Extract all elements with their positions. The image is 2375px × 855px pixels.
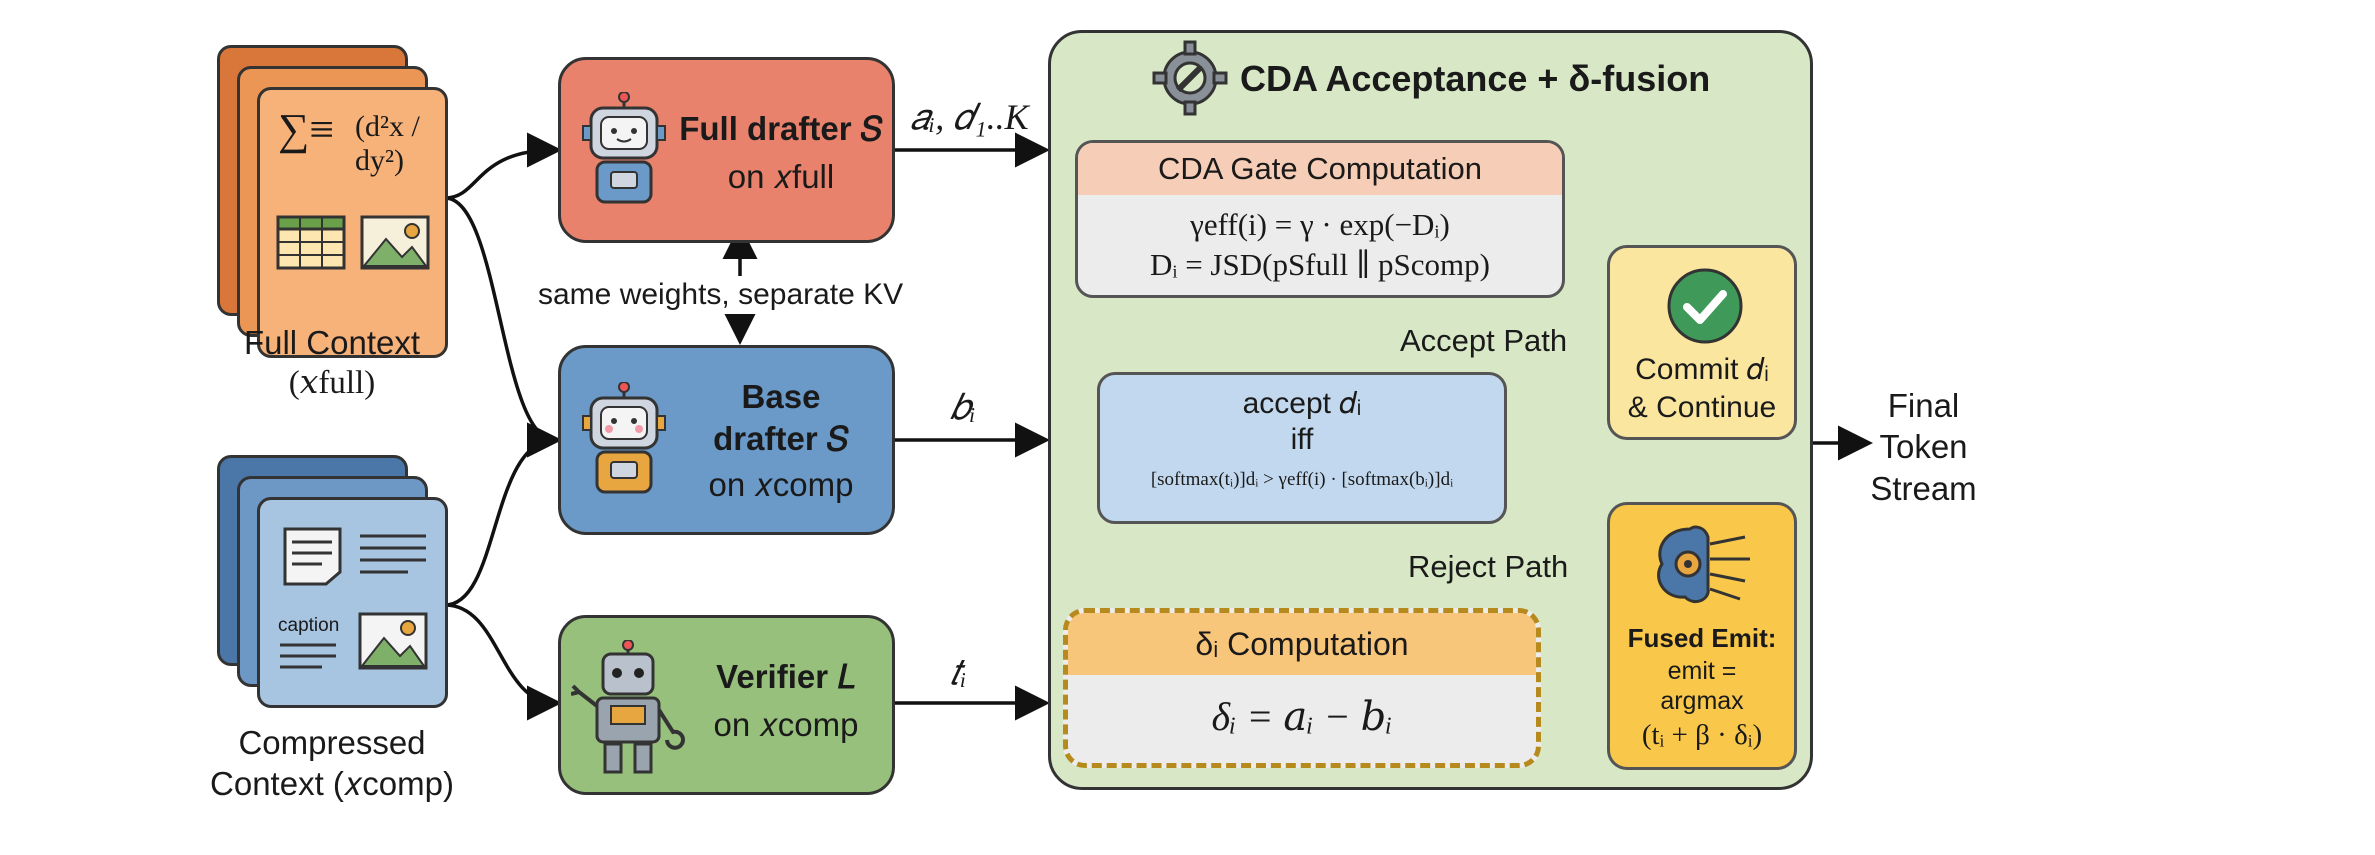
equation-icon: (d²x / dy²) xyxy=(355,110,420,177)
gate-line-1: γeff(i) = γ · exp(−Dᵢ) xyxy=(1190,207,1450,242)
full-drafter-sub: on 𝑥full xyxy=(727,158,835,195)
accept-path-label: Accept Path xyxy=(1400,323,1568,358)
robot-icon xyxy=(582,382,666,494)
panel-title: CDA Acceptance + δ-fusion xyxy=(1240,58,1711,99)
output-line-3: Stream xyxy=(1870,469,1977,507)
caption-text: caption xyxy=(278,615,340,636)
verifier-box: Verifier 𝐿 on 𝑥comp xyxy=(558,615,895,795)
brain-network-icon xyxy=(1657,525,1750,603)
fused-line-1: emit = xyxy=(1667,657,1737,685)
shared-weights-label: same weights, separate KV xyxy=(532,276,910,314)
output-line-2: Token xyxy=(1879,428,1968,466)
notes-icon xyxy=(283,527,342,586)
accept-line-2: iff xyxy=(1290,423,1314,456)
reject-path-label: Reject Path xyxy=(1408,549,1569,584)
doc-page-front: ∑≡ (d²x / dy²) xyxy=(257,87,448,358)
fused-line-3: (tᵢ + β · δᵢ) xyxy=(1641,719,1763,751)
text-lines-icon xyxy=(360,534,426,574)
base-drafter-sub: on 𝑥comp xyxy=(708,466,854,503)
verifier-sub: on 𝑥comp xyxy=(713,706,859,743)
full-context-label: Full Context (𝑥full) xyxy=(222,322,442,405)
accept-line-1: accept 𝑑ᵢ xyxy=(1242,387,1362,420)
gate-line-2: Dᵢ = JSD(pSfull ∥ pScomp) xyxy=(1149,247,1490,282)
doc-page-front: caption xyxy=(257,497,448,708)
checkmark-icon xyxy=(1667,268,1743,344)
verifier-out-label: 𝑡ᵢ xyxy=(950,652,967,692)
verifier-title: Verifier 𝐿 xyxy=(716,658,856,695)
accept-box: accept 𝑑ᵢ iff [softmax(tᵢ)]dᵢ > γeff(i) … xyxy=(1097,372,1507,524)
compressed-context-title: Compressed xyxy=(238,724,426,761)
edge-full-to-basedrafter xyxy=(444,196,562,458)
full-drafter-title: Full drafter 𝑆 xyxy=(679,110,883,147)
base-drafter-title-2: drafter 𝑆 xyxy=(713,420,849,457)
delta-title: δᵢ Computation xyxy=(1068,613,1536,675)
fused-line-2: argmax xyxy=(1660,687,1744,715)
final-token-stream: Final Token Stream xyxy=(1866,385,1981,509)
base-drafter-box: Base drafter 𝑆 on 𝑥comp xyxy=(558,345,895,535)
base-drafter-title-1: Base xyxy=(741,378,821,415)
commit-box: Commit 𝑑ᵢ & Continue xyxy=(1607,245,1797,440)
edge-comp-to-verifier xyxy=(444,603,562,721)
compressed-context-label: Compressed Context (𝑥comp) xyxy=(192,722,472,805)
accept-line-3: [softmax(tᵢ)]dᵢ > γeff(i) · [softmax(bᵢ)… xyxy=(1150,469,1454,490)
gear-wrench-icon xyxy=(1152,40,1228,116)
caption-lines-icon xyxy=(280,643,336,669)
full-context-sub: (𝑥full) xyxy=(288,365,376,402)
gate-box: CDA Gate Computation γeff(i) = γ · exp(−… xyxy=(1075,140,1565,298)
commit-line-1: Commit 𝑑ᵢ xyxy=(1635,353,1769,386)
robot-verifier-icon xyxy=(571,640,685,774)
gate-title: CDA Gate Computation xyxy=(1078,143,1562,195)
fused-title: Fused Emit: xyxy=(1627,623,1777,653)
output-line-1: Final xyxy=(1887,387,1960,424)
commit-line-2: & Continue xyxy=(1627,391,1777,424)
compressed-context-sub: Context (𝑥comp) xyxy=(210,765,454,803)
spreadsheet-icon xyxy=(276,215,346,270)
edge-comp-to-basedrafter xyxy=(444,422,562,607)
fused-box: Fused Emit: emit = argmax (tᵢ + β · δᵢ) xyxy=(1607,502,1797,770)
full-out-label: 𝑎ᵢ, 𝑑₁..K xyxy=(910,97,1029,137)
delta-formula: δᵢ = 𝑎ᵢ − 𝑏ᵢ xyxy=(1211,694,1393,739)
image-icon xyxy=(358,612,428,670)
full-drafter-box: Full drafter 𝑆 on 𝑥full xyxy=(558,57,895,243)
delta-box: δᵢ Computation δᵢ = 𝑎ᵢ − 𝑏ᵢ xyxy=(1063,608,1541,768)
robot-icon xyxy=(582,92,666,204)
sum-icon: ∑≡ xyxy=(278,105,335,154)
full-context-title: Full Context xyxy=(243,324,421,361)
edge-full-to-fulldrafter xyxy=(444,132,562,200)
base-out-label: 𝑏ᵢ xyxy=(950,387,976,427)
image-icon xyxy=(360,215,430,270)
